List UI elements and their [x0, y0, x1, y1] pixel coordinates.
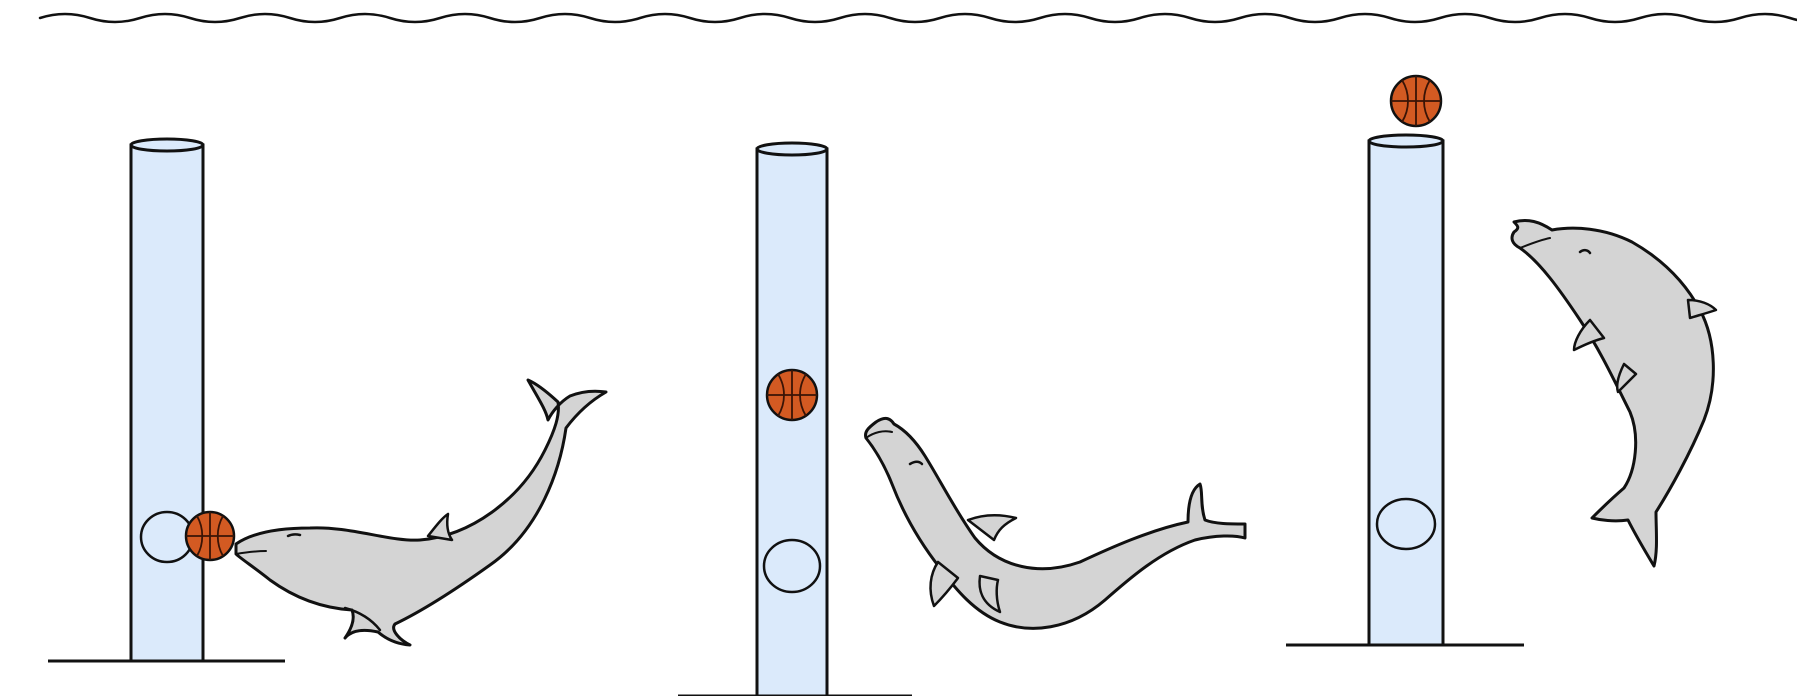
panel-2-dolphin-eye [908, 460, 924, 466]
panel-1-basketball [184, 510, 236, 562]
panel-3-basketball [1389, 74, 1443, 128]
panel-2-dolphin [864, 416, 1247, 630]
panel-2 [678, 141, 1247, 696]
panel-3 [1286, 74, 1718, 647]
panel-3-tube-hole [1375, 497, 1437, 551]
panel-3-dolphin [1510, 218, 1718, 568]
panel-1-dolphin [234, 378, 608, 647]
panel-1 [48, 137, 608, 663]
panel-2-basketball [765, 368, 819, 422]
panel-1-dolphin-eye [286, 533, 302, 538]
panel-3-tube [1367, 133, 1445, 647]
panel-2-tube-rim [755, 141, 829, 157]
panel-3-tube-rim [1367, 133, 1445, 149]
panel-1-tube-rim [129, 137, 205, 153]
panel-2-tube [755, 141, 829, 696]
panel-1-tube [129, 137, 205, 663]
panel-3-dolphin-eye [1578, 248, 1592, 255]
water-surface-line [38, 12, 1797, 24]
panel-2-tube-hole [762, 538, 822, 594]
